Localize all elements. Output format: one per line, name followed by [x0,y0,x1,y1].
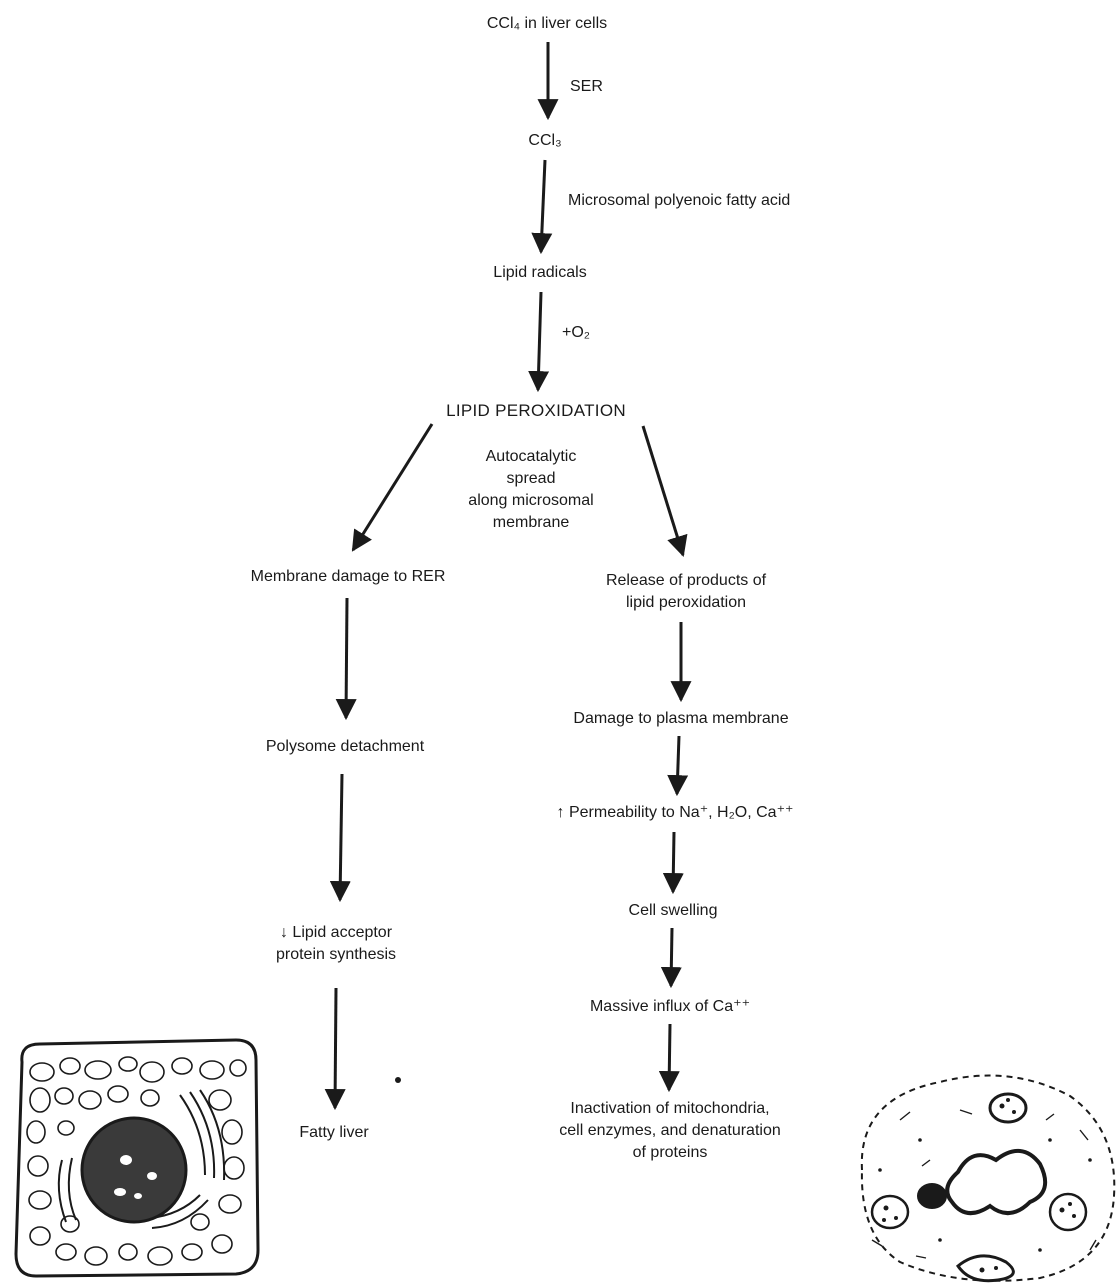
edge-label-oxygen: +O₂ [562,324,590,341]
arrow-rer-to-polysome [335,597,357,721]
swollen-cell-illustration [860,1074,1116,1283]
node-cell-swelling: Cell swelling [628,902,718,919]
arrow-permeability-to-swelling [662,831,684,895]
edge-label-fatty-acid: Microsomal polyenoic fatty acid [568,192,791,209]
arrow-ccl3-to-lipid-radicals [531,159,553,255]
stray-dot [395,1077,401,1083]
node-permeability: ↑ Permeability to Na⁺, H₂O, Ca⁺⁺ [556,804,794,821]
arrow-influx-to-inactivation [658,1023,680,1093]
node-lipid-radicals: Lipid radicals [493,264,587,281]
arrow-swelling-to-influx [660,927,682,989]
node-massive-influx-ca: Massive influx of Ca⁺⁺ [589,998,751,1015]
arrow-radicals-to-peroxidation [528,291,550,393]
node-lipid-peroxidation: LIPID PEROXIDATION [446,401,626,420]
node-damage-plasma-membrane: Damage to plasma membrane [573,710,789,727]
arrow-peroxidation-to-rer [351,423,434,552]
node-fatty-liver: Fatty liver [299,1124,369,1141]
node-ccl4-in-liver-cells: CCl₄ in liver cells [486,15,608,32]
fatty-liver-cell-illustration [14,1038,260,1278]
arrow-acceptor-to-fatty-liver [324,987,346,1111]
node-lipid-acceptor-synthesis: ↓ Lipid acceptor protein synthesis [275,924,397,963]
node-release-of-products: Release of products of lipid peroxidatio… [605,572,767,611]
arrow-peroxidation-to-release [641,425,688,558]
node-membrane-damage-rer: Membrane damage to RER [250,568,446,585]
arrow-polysome-to-acceptor [329,773,351,903]
node-ccl3-radical: CCl₃ [528,132,562,149]
arrow-plasma-to-permeability [667,735,689,797]
node-polysome-detachment: Polysome detachment [265,738,425,755]
edge-label-autocatalytic-spread: Autocatalytic spread along microsomal me… [468,448,594,531]
edge-label-ser: SER [570,78,603,95]
node-inactivation-mitochondria: Inactivation of mitochondria, cell enzym… [559,1100,781,1161]
